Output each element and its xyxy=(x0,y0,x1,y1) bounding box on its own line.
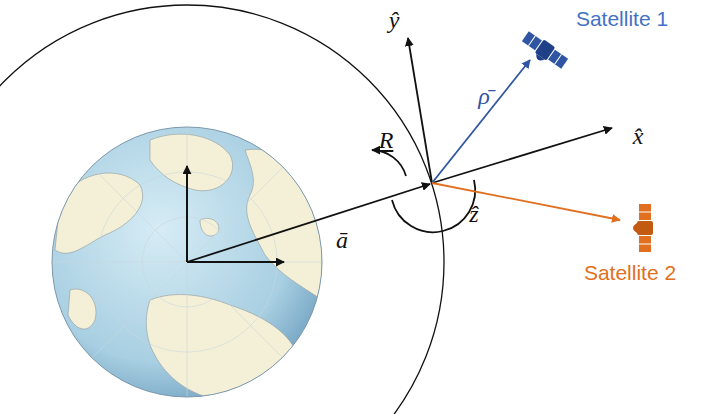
axis-label: ẑ xyxy=(469,202,478,226)
orbit-arc xyxy=(0,5,444,414)
satellite-icon xyxy=(518,30,569,74)
rotation-label: R xyxy=(379,128,394,152)
earth-axis xyxy=(187,261,284,263)
relative-vector xyxy=(432,60,530,183)
satellite-label: Satellite 2 xyxy=(584,262,676,283)
z-axis-circle xyxy=(392,180,475,232)
position-vector xyxy=(187,184,430,262)
relative-vector xyxy=(432,183,620,220)
axis-label: x̂ xyxy=(633,124,644,148)
vector-label: ρ̄ xyxy=(478,84,490,108)
vector-label: ā xyxy=(336,228,348,252)
rotation-arrow xyxy=(372,150,406,176)
x-axis xyxy=(432,128,612,183)
earth-globe xyxy=(50,120,325,400)
satellite-label: Satellite 1 xyxy=(576,8,668,29)
y-axis xyxy=(408,38,432,183)
axis-label: ŷ xyxy=(389,8,400,32)
earth-axis xyxy=(186,166,188,262)
satellite-icon xyxy=(633,204,653,252)
